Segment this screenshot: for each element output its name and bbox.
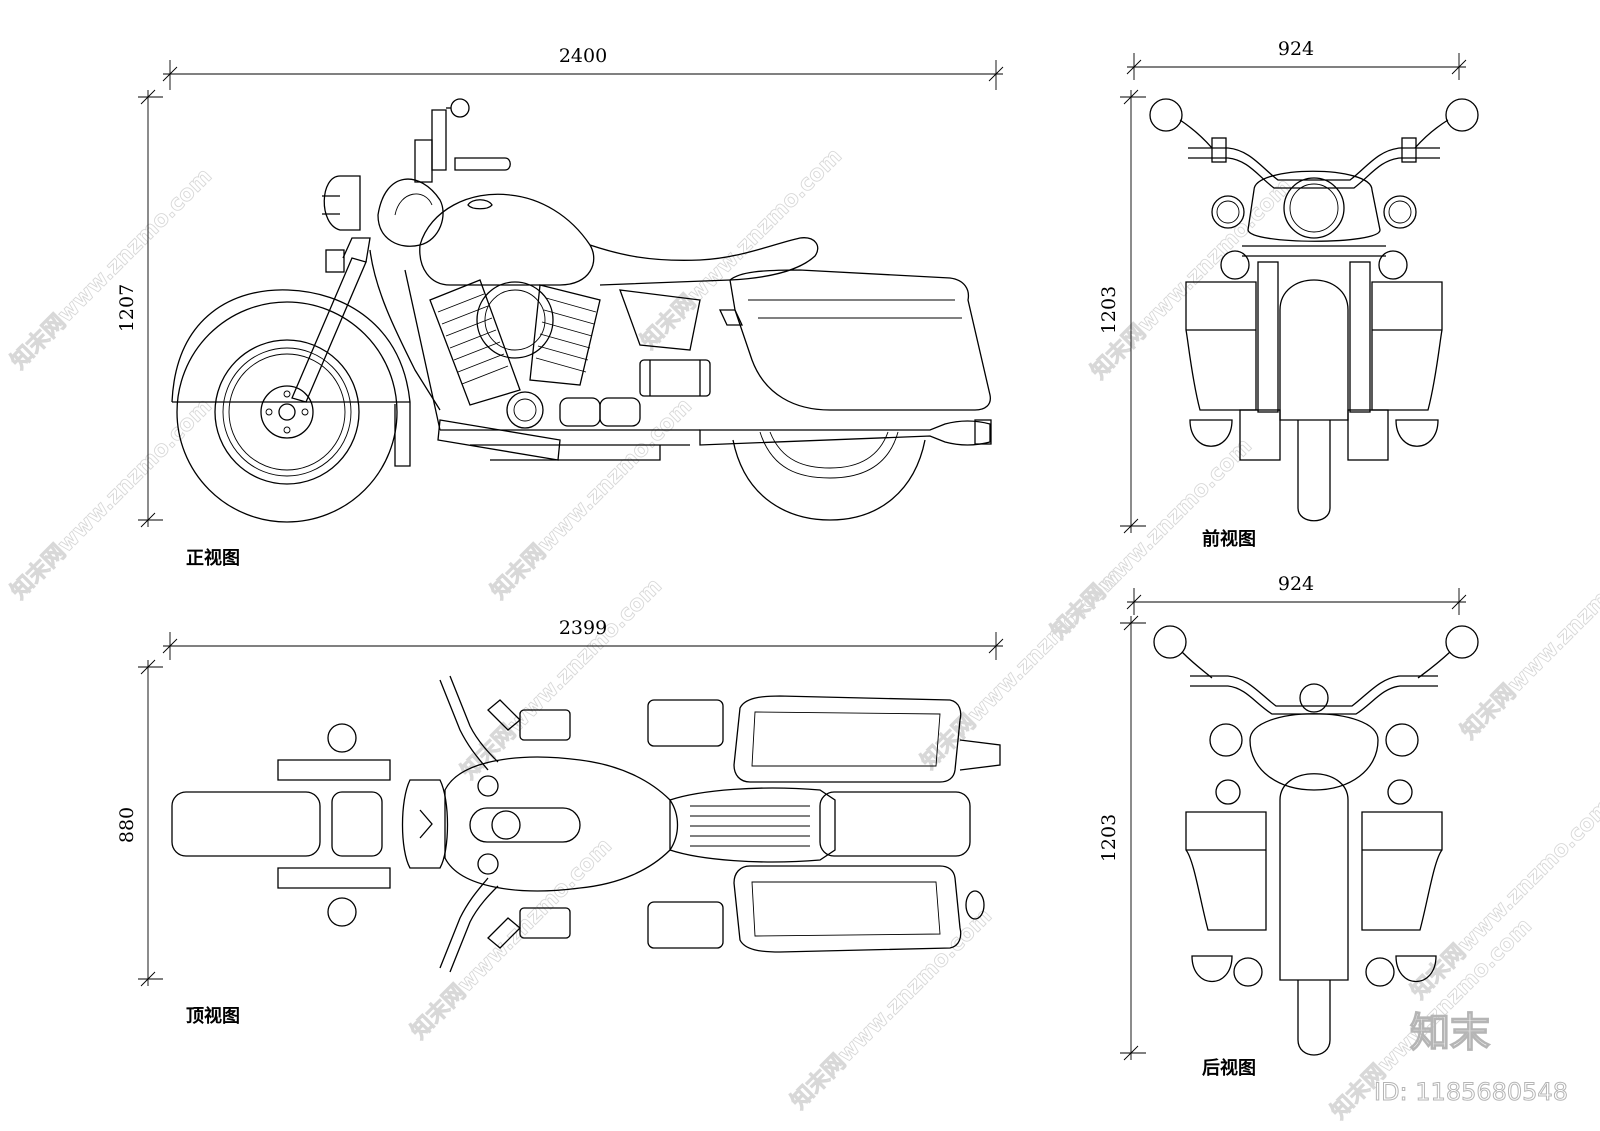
dimension-label: 924 <box>1278 573 1314 595</box>
view-caption: 顶视图 <box>186 1005 240 1027</box>
watermark-layer: 知末网www.znzmo.com 知末网www.znzmo.com 知末网www… <box>5 143 1600 1125</box>
front-view: 924 1203 <box>1098 38 1479 550</box>
dimension-front-width: 924 <box>1126 38 1467 80</box>
watermark-text: 知末网www.znzmo.com <box>486 393 697 604</box>
watermark-text: 知末网www.znzmo.com <box>1406 793 1600 1004</box>
dimension-front-height: 1203 <box>1098 89 1146 534</box>
watermark-text: 知末网www.znzmo.com <box>456 573 667 784</box>
watermark-logo: 知末 <box>1410 1010 1490 1056</box>
dimension-rear-width: 924 <box>1126 573 1467 615</box>
top-view: 2399 880 <box>116 617 1004 1027</box>
watermark-text: 知末网www.znzmo.com <box>406 833 617 1044</box>
dimension-label: 1203 <box>1098 286 1120 334</box>
dimension-side-height: 1207 <box>116 89 163 528</box>
view-caption: 后视图 <box>1202 1057 1256 1079</box>
dimension-label: 924 <box>1278 38 1314 60</box>
view-caption: 前视图 <box>1202 528 1256 550</box>
dimension-side-length: 2400 <box>162 45 1004 90</box>
side-view: 2400 1207 <box>116 45 1004 569</box>
watermark-text: 知末网www.znzmo.com <box>1086 173 1297 384</box>
dimension-label: 1207 <box>116 284 138 332</box>
motorcycle-top-drawing <box>171 675 1001 973</box>
dimension-label: 880 <box>116 807 138 843</box>
motorcycle-front-drawing <box>1149 98 1479 522</box>
dimension-label: 1203 <box>1098 814 1120 862</box>
view-caption: 正视图 <box>186 547 240 569</box>
dimension-top-width: 880 <box>116 659 163 987</box>
motorcycle-side-drawing <box>171 98 992 523</box>
watermark-text: 知末网www.znzmo.com <box>6 393 217 604</box>
dimension-label: 2400 <box>559 45 607 67</box>
watermark-text: 知末网www.znzmo.com <box>6 163 217 374</box>
motorcycle-rear-drawing <box>1153 625 1479 1056</box>
dimension-label: 2399 <box>559 617 607 639</box>
rear-view: 924 1203 <box>1098 573 1479 1079</box>
dimension-top-length: 2399 <box>162 617 1004 660</box>
watermark-id: ID: 1185680548 <box>1374 1078 1568 1106</box>
dimension-rear-height: 1203 <box>1098 615 1146 1061</box>
